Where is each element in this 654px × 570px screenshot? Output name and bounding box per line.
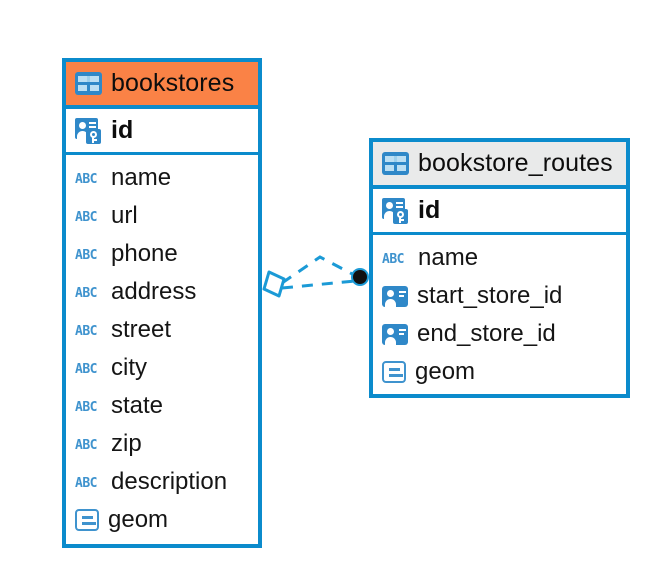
field-label: geom — [108, 506, 169, 533]
field-label: url — [111, 202, 138, 229]
abc-text-icon: ABC — [75, 362, 97, 377]
field-row-state[interactable]: ABC state — [66, 387, 258, 425]
field-label: city — [111, 354, 147, 381]
abc-text-icon: ABC — [75, 438, 97, 453]
geometry-icon — [382, 361, 406, 383]
abc-text-icon: ABC — [75, 476, 97, 491]
entity-header-bookstores[interactable]: bookstores — [66, 62, 258, 109]
field-label: start_store_id — [417, 282, 563, 309]
field-row-address[interactable]: ABC address — [66, 273, 258, 311]
relationship-line-lower — [281, 279, 356, 290]
abc-text-icon: ABC — [75, 400, 97, 415]
field-label: zip — [111, 430, 142, 457]
field-row-id[interactable]: id — [373, 189, 626, 235]
field-row-description[interactable]: ABC description — [66, 463, 258, 501]
abc-text-icon: ABC — [75, 210, 97, 225]
circle-marker-icon — [353, 270, 367, 284]
field-label: state — [111, 392, 164, 419]
field-row-name[interactable]: ABC name — [66, 159, 258, 197]
field-row-start-store-id[interactable]: start_store_id — [373, 277, 626, 315]
entity-title: bookstores — [111, 69, 235, 97]
geometry-icon — [75, 509, 99, 531]
primary-key-icon — [382, 197, 409, 224]
field-label: name — [111, 164, 172, 191]
field-list-bookstore-routes: ABC name start_store_id end_store_id — [373, 235, 626, 395]
field-row-end-store-id[interactable]: end_store_id — [373, 315, 626, 353]
field-label: address — [111, 278, 197, 305]
circle-marker-ring-icon — [351, 268, 369, 286]
field-list-bookstores: ABC name ABC url ABC phone ABC address A… — [66, 155, 258, 543]
field-row-zip[interactable]: ABC zip — [66, 425, 258, 463]
entity-bookstore-routes[interactable]: bookstore_routes id ABC name start_ — [369, 138, 630, 398]
field-label: description — [111, 468, 228, 495]
field-label: id — [418, 196, 441, 224]
abc-text-icon: ABC — [75, 172, 97, 187]
primary-key-icon — [75, 117, 102, 144]
field-row-url[interactable]: ABC url — [66, 197, 258, 235]
field-row-phone[interactable]: ABC phone — [66, 235, 258, 273]
entity-title: bookstore_routes — [418, 149, 613, 177]
diamond-marker-icon — [262, 270, 286, 298]
entity-header-bookstore-routes[interactable]: bookstore_routes — [373, 142, 626, 189]
entity-bookstores[interactable]: bookstores id ABC name ABC url ABC p — [62, 58, 262, 548]
foreign-key-icon — [382, 285, 408, 307]
field-row-geom[interactable]: geom — [373, 353, 626, 391]
abc-text-icon: ABC — [75, 286, 97, 301]
table-icon — [382, 152, 409, 175]
field-label: geom — [415, 358, 476, 385]
field-row-geom[interactable]: geom — [66, 501, 258, 539]
field-label: end_store_id — [417, 320, 556, 347]
field-label: name — [418, 244, 479, 271]
foreign-key-icon — [382, 323, 408, 345]
field-row-name[interactable]: ABC name — [373, 239, 626, 277]
field-label: phone — [111, 240, 178, 267]
field-label: street — [111, 316, 172, 343]
field-row-city[interactable]: ABC city — [66, 349, 258, 387]
field-row-id[interactable]: id — [66, 109, 258, 155]
relationship-line-upper — [281, 255, 359, 285]
abc-text-icon: ABC — [75, 324, 97, 339]
table-icon — [75, 72, 102, 95]
abc-text-icon: ABC — [75, 248, 97, 263]
field-label: id — [111, 116, 134, 144]
abc-text-icon: ABC — [382, 252, 404, 267]
field-row-street[interactable]: ABC street — [66, 311, 258, 349]
